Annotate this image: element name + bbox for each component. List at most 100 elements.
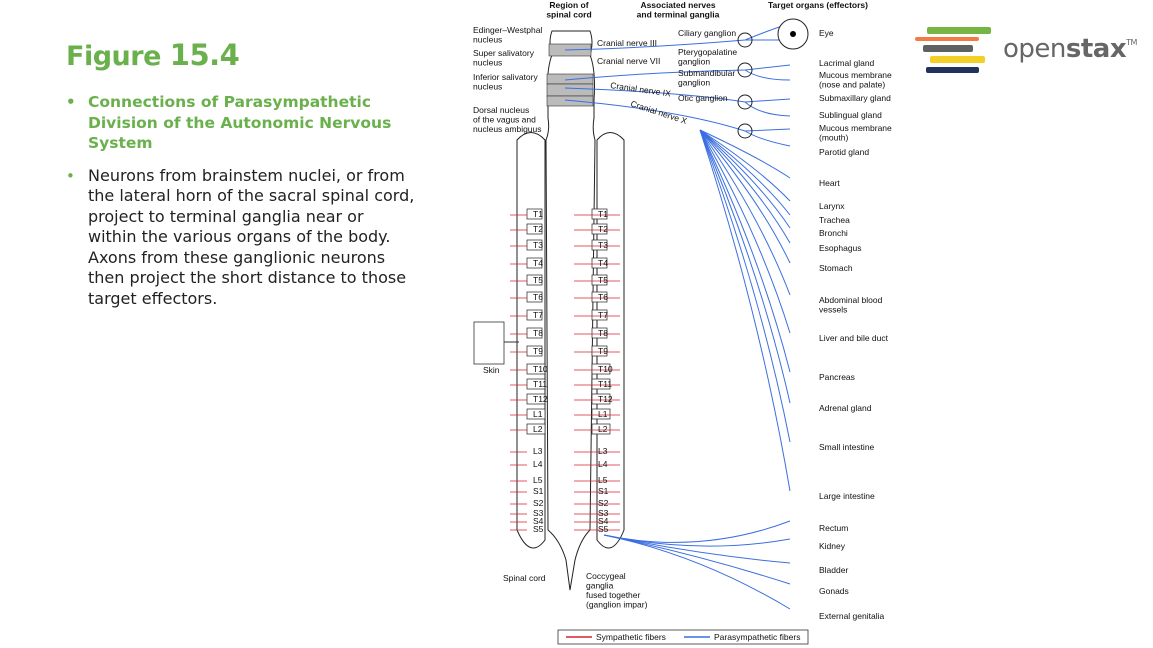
parasympathetic-fiber: [564, 99, 791, 132]
segment-box: [591, 345, 608, 357]
segment-box: [526, 257, 543, 269]
segment-box: [526, 208, 543, 220]
organ-label: Stomach: [819, 263, 853, 273]
segment-label: S5: [533, 524, 544, 534]
segment-label: L1: [533, 409, 543, 419]
segment-label: L1: [598, 409, 608, 419]
segment-box: [591, 257, 608, 269]
segment-label: S3: [533, 508, 544, 518]
segment-label: T2: [533, 224, 543, 234]
organ-label: Mucous membrane(nose and palate): [819, 70, 892, 90]
segment-label: T4: [598, 258, 608, 268]
segment-box: [526, 378, 546, 390]
segment-box: [591, 291, 608, 303]
segment-box: [591, 393, 611, 405]
organ-label: Eye: [819, 28, 834, 38]
parasympathetic-fiber: [699, 129, 791, 202]
segment-box: [591, 408, 611, 420]
segment-label: T6: [598, 292, 608, 302]
segment-label: L2: [598, 424, 608, 434]
segment-box: [591, 363, 611, 375]
parasympathetic-fiber: [699, 129, 791, 264]
ganglion-icon: [737, 62, 753, 78]
ganglion-icon: [737, 32, 753, 48]
segment-box: [591, 327, 608, 339]
segment-label: T8: [533, 328, 543, 338]
segment-label: T3: [533, 240, 543, 250]
slide-title: Figure 15.4: [66, 38, 240, 72]
organ-label: Small intestine: [819, 442, 875, 452]
segment-box: [526, 408, 546, 420]
organ-label: Esophagus: [819, 243, 862, 253]
segment-label: T6: [533, 292, 543, 302]
skin-icon: [473, 321, 505, 365]
segment-box: [526, 345, 543, 357]
nerve-label: Cranial nerve VII: [597, 56, 660, 66]
segment-box: [591, 423, 611, 435]
segment-label: S5: [598, 524, 609, 534]
header-targets: Target organs (effectors): [768, 0, 868, 10]
parasympathetic-fiber: [603, 534, 791, 610]
organ-label: Kidney: [819, 541, 846, 551]
segment-box: [591, 223, 608, 235]
spinal-cord-drawing: [516, 30, 625, 591]
segment-label: S2: [598, 498, 609, 508]
parasympathetic-fiber: [699, 129, 791, 373]
parasympathetic-fiber: [699, 129, 791, 216]
segment-label: T5: [533, 275, 543, 285]
segment-label: S3: [598, 508, 609, 518]
skin-label: Skin: [483, 365, 500, 375]
organ-label: Bronchi: [819, 228, 848, 238]
segment-label: T12: [533, 394, 548, 404]
segment-label: L3: [533, 446, 543, 456]
segment-box: [526, 423, 546, 435]
organ-label: Large intestine: [819, 491, 875, 501]
organ-label: Pancreas: [819, 372, 855, 382]
segment-box: [526, 363, 546, 375]
segment-box: [591, 208, 608, 220]
organ-label: Larynx: [819, 201, 845, 211]
segment-label: T7: [533, 310, 543, 320]
segment-box: [591, 274, 608, 286]
segment-label: T4: [533, 258, 543, 268]
parasympathetic-fiber: [699, 129, 791, 404]
segment-box: [591, 309, 608, 321]
segment-label: T10: [598, 364, 613, 374]
segment-label: L2: [533, 424, 543, 434]
organ-label: External genitalia: [819, 611, 884, 621]
organ-label: Rectum: [819, 523, 848, 533]
organ-label: Gonads: [819, 586, 849, 596]
pupil-icon: [790, 31, 796, 37]
parasympathetic-fiber: [744, 69, 791, 81]
title-number: 15.4: [169, 38, 240, 72]
bullet-heading: Connections of Parasympathetic Division …: [66, 92, 416, 154]
parasympathetic-fiber: [744, 101, 791, 117]
segment-label: S1: [533, 486, 544, 496]
title-word: Figure: [66, 41, 161, 72]
legend-sympathetic: Sympathetic fibers: [596, 632, 666, 642]
segment-label: L4: [533, 459, 543, 469]
organ-label: Parotid gland: [819, 147, 869, 157]
ganglion-icon: [737, 94, 753, 110]
segment-box: [591, 378, 611, 390]
segment-box: [526, 239, 543, 251]
organ-label: Adrenal gland: [819, 403, 872, 413]
parasympathetic-fiber: [564, 24, 786, 51]
segment-label: T12: [598, 394, 613, 404]
segment-box: [526, 309, 543, 321]
parasympathetic-fiber: [564, 87, 791, 103]
segment-box: [526, 291, 543, 303]
parasympathetic-fiber: [699, 129, 791, 334]
segment-label: L5: [598, 475, 608, 485]
segment-label: L5: [533, 475, 543, 485]
organ-label: Mucous membrane(mouth): [819, 123, 892, 143]
legend: [557, 629, 809, 645]
organ-label: Submaxillary gland: [819, 93, 891, 103]
